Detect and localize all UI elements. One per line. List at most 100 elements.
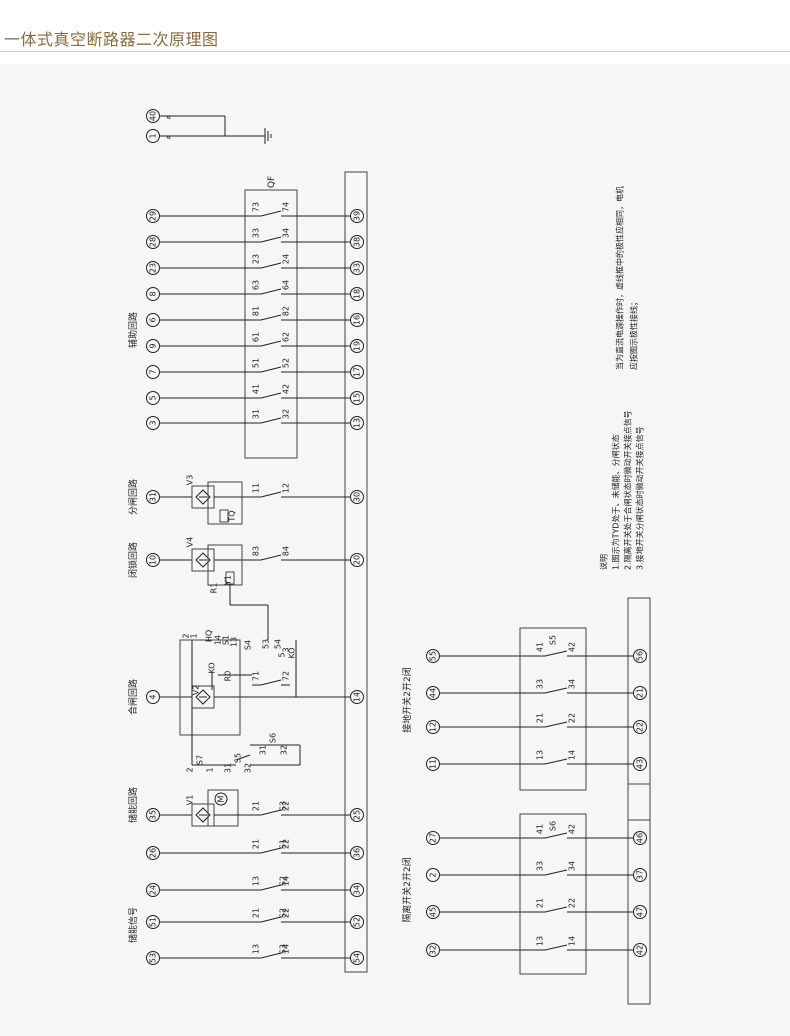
earth-switch-left-terminal — [426, 686, 440, 700]
trip-left-terminal-number: 31 — [149, 492, 158, 502]
iso-switch-right-terminal — [633, 868, 647, 882]
close-coil-diamond — [195, 689, 211, 705]
notes-heading: 说明 — [599, 554, 609, 570]
aux-left-terminal-number: 8 — [149, 291, 158, 296]
trip-contact-blade — [260, 491, 282, 498]
earth-switch-right-terminal — [633, 757, 647, 771]
storage-s-label: S3 — [279, 944, 288, 954]
trip-left-terminal — [146, 490, 160, 504]
aux-contact-blade — [260, 314, 282, 321]
s7-pin: 1 — [206, 767, 215, 772]
aux-contact-pin-a: 51 — [252, 358, 261, 368]
earth-switch-contact-pin-a: 13 — [536, 750, 545, 760]
earth-switch-contact-pin-b: 14 — [568, 750, 577, 760]
aux-contact-pin-b: 74 — [282, 202, 291, 212]
storage-signal-label: 储能信号 — [127, 907, 139, 943]
aux-contact-pin-a: 33 — [252, 228, 261, 238]
ko-label: KO — [208, 662, 217, 673]
aux-contact-blade — [260, 392, 282, 399]
earth-switch-contact-blade — [544, 758, 568, 765]
ground-terminal-1 — [146, 129, 160, 143]
close-contact-pin-b: 72 — [282, 671, 291, 681]
aux-right-terminal-number: 33 — [353, 263, 362, 273]
iso-switch-contact-blade — [544, 832, 568, 839]
s5-pin: 32 — [244, 763, 253, 773]
aux-contact-pin-b: 32 — [282, 409, 291, 419]
aux-left-terminal-number: 9 — [149, 343, 158, 348]
storage-contact-pin-a: 13 — [252, 876, 261, 886]
aux-right-terminal — [350, 261, 364, 275]
aux-contact-pin-b: 42 — [282, 384, 291, 394]
aux-right-terminal-number: 16 — [353, 315, 362, 325]
aux-right-terminal — [350, 365, 364, 379]
aux-contact-pin-b: 64 — [282, 280, 291, 290]
iso-switch-left-terminal-number: 32 — [429, 945, 438, 955]
s4-pin: 5 — [278, 652, 287, 657]
aux-right-terminal — [350, 416, 364, 430]
motor-left-terminal — [146, 808, 160, 822]
motor-s-label: S3 — [279, 801, 288, 811]
trip-right-terminal — [350, 490, 364, 504]
s6-pin: 31 — [259, 745, 268, 755]
storage-contact-pin-a: 21 — [252, 908, 261, 918]
iso-switch-contact-pin-a: 33 — [536, 861, 545, 871]
iso-switch-terminal-strip — [627, 783, 651, 1005]
aux-contact-blade — [260, 417, 282, 424]
ground-terminal-40 — [146, 109, 160, 123]
aux-left-terminal-number: 29 — [149, 211, 158, 221]
notes-line: 1.图示为TYD处于、未储能、分闸状态 — [611, 434, 621, 570]
aux-contact-pin-a: 81 — [252, 306, 261, 316]
aux-contact-blade — [260, 210, 282, 217]
earth-switch-frame — [519, 627, 587, 791]
storage-right-terminal-number: 52 — [353, 917, 362, 927]
iso-switch-right-terminal — [633, 831, 647, 845]
aux-right-terminal-number: 19 — [353, 341, 362, 351]
storage-right-terminal-number: 54 — [353, 953, 362, 963]
iso-switch-contact-pin-a: 41 — [536, 824, 545, 834]
aux-left-terminal — [146, 287, 160, 301]
s6-label: S6 — [269, 733, 278, 743]
earth-switch-right-terminal — [633, 720, 647, 734]
storage-contact-blade — [260, 884, 282, 891]
earth-switch-right-terminal — [633, 649, 647, 663]
storage-right-terminal — [350, 915, 364, 929]
motor-m-label: M — [217, 795, 226, 802]
close-contact-blade — [260, 679, 282, 686]
r1-label: R1 — [210, 583, 219, 594]
motor-right-terminal-number: 25 — [353, 810, 362, 820]
earth-switch-contact-pin-a: 33 — [536, 679, 545, 689]
aux-left-terminal-number: 5 — [149, 395, 158, 400]
iso-switch-frame — [519, 813, 587, 975]
trip-circuit-label: 分闸回路 — [127, 479, 139, 515]
aux-left-terminal — [146, 391, 160, 405]
aux-left-terminal-number: 28 — [149, 237, 158, 247]
s6-pin: 32 — [280, 745, 289, 755]
diagram-panel — [0, 64, 790, 1036]
earth-switch-left-terminal — [426, 649, 440, 663]
earth-switch-left-terminal — [426, 757, 440, 771]
earth-switch-right-terminal-number: 22 — [636, 722, 645, 732]
aux-right-terminal-number: 15 — [353, 393, 362, 403]
storage-right-terminal-number: 36 — [353, 848, 362, 858]
notes-polarity-line: 当为直流电源操作时，虚线框中的极性应相同，电机 — [615, 186, 625, 370]
lock-contact-blade — [260, 554, 282, 561]
iso-switch-switch-label: S6 — [549, 821, 558, 831]
aux-contact-pin-b: 34 — [282, 228, 291, 238]
earth-switch-switch-label: S5 — [549, 635, 558, 645]
iso-switch-right-terminal-number: 46 — [636, 833, 645, 843]
notes-polarity-line: 应按图示极性接线； — [629, 298, 639, 370]
lock-left-terminal — [146, 553, 160, 567]
storage-left-terminal — [146, 915, 160, 929]
lock-right-terminal-number: 20 — [353, 555, 362, 565]
earth-switch-contact-blade — [544, 721, 568, 728]
iso-switch-contact-pin-b: 34 — [568, 861, 577, 871]
aux-contact-pin-a: 63 — [252, 280, 261, 290]
earth-switch-contact-pin-a: 41 — [536, 642, 545, 652]
earth-switch-right-terminal-number: 43 — [636, 759, 645, 769]
aux-contact-pin-a: 73 — [252, 202, 261, 212]
trip-coil-label: V3 — [186, 475, 195, 486]
storage-left-terminal-number: 24 — [149, 885, 158, 895]
s7-label: S7 — [196, 755, 205, 765]
tq-label: TQ — [228, 510, 237, 522]
storage-contact-blade — [260, 916, 282, 923]
